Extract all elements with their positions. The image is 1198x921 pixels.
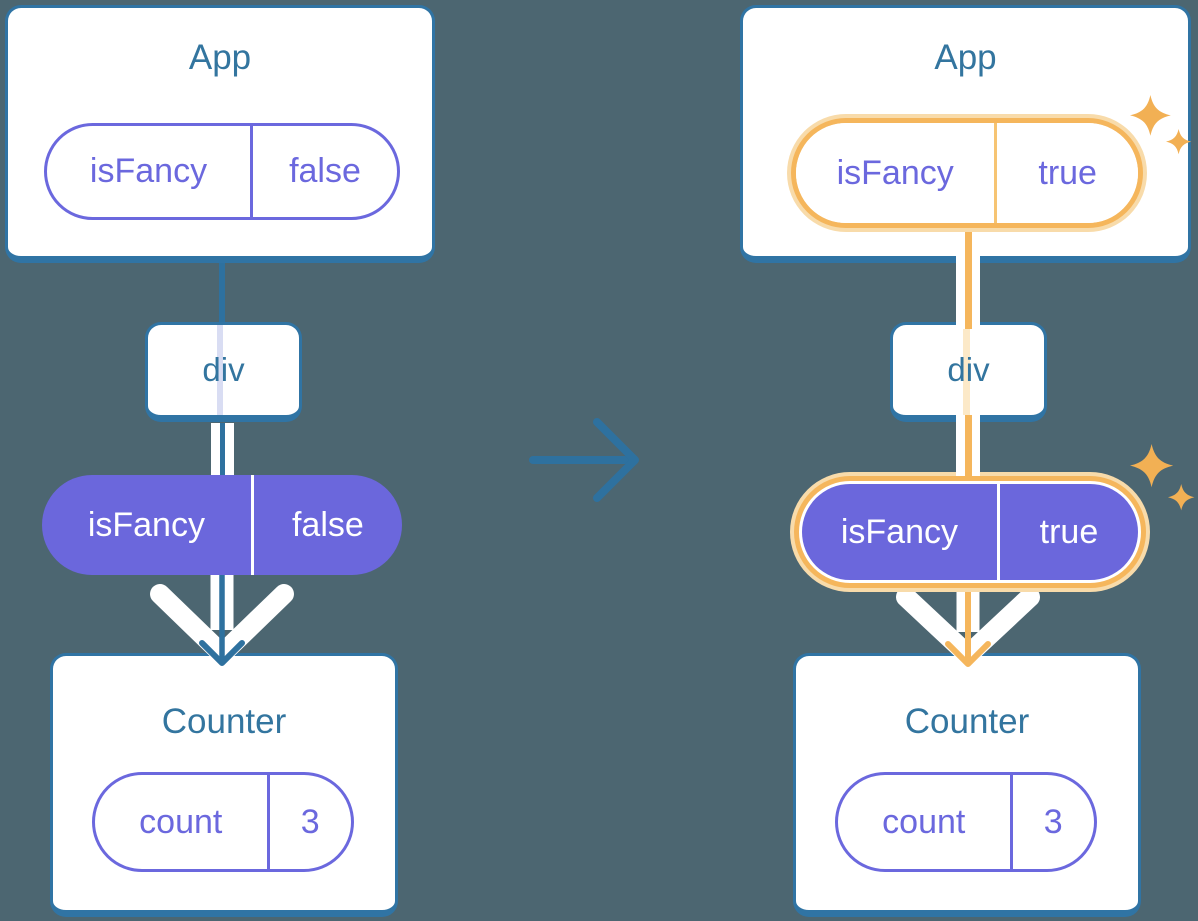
state-pill-counter-after: count 3 [835,772,1097,872]
component-title: div [202,351,245,388]
state-value: 3 [300,802,320,841]
pill-divider [994,123,998,223]
prop-pass-line [963,325,970,415]
state-value: 3 [1043,802,1063,841]
state-pill-counter-before: count 3 [92,772,354,872]
prop-flow-line-after [956,415,980,476]
highlighted-state-pill-app-after: isFancy true [787,114,1147,232]
div-card-after: div [890,322,1047,422]
state-label: count [882,802,966,841]
app-card-after: App isFancy true [740,5,1191,263]
state-pill-app-before: isFancy false [44,123,400,220]
pill-divider [1009,775,1013,869]
component-title: Counter [161,702,287,741]
prop-pass-line [217,325,223,415]
state-label: isFancy [836,153,954,192]
counter-card-after: Counter count 3 [793,653,1141,917]
pill-divider [250,126,253,217]
component-title: Counter [904,702,1030,741]
state-value: true [1038,153,1097,192]
div-card-before: div [145,322,302,422]
counter-card-before: Counter count 3 [50,653,398,917]
state-label: isFancy [840,512,958,551]
state-value: true [1039,512,1099,551]
prop-flow-line-before [211,423,234,476]
edge-stem-after [965,232,972,256]
pill-divider [266,775,270,869]
app-card-before: App isFancy false [5,5,435,263]
highlighted-passed-state-pill-after: isFancy true [790,472,1150,592]
passed-state-pill-before: isFancy false [42,475,402,575]
state-value: false [291,505,364,544]
transition-arrow-icon [529,418,639,502]
component-title: div [947,351,990,388]
state-label: isFancy [89,152,208,190]
edge-app-to-div-before [219,260,225,324]
state-value: false [289,152,361,190]
pill-divider [996,484,1000,580]
state-label: isFancy [87,505,205,544]
component-title: App [188,38,252,77]
state-label: count [139,802,223,841]
edge-app-to-div-after [956,256,980,329]
pill-divider [250,475,254,575]
component-title: App [934,38,997,77]
